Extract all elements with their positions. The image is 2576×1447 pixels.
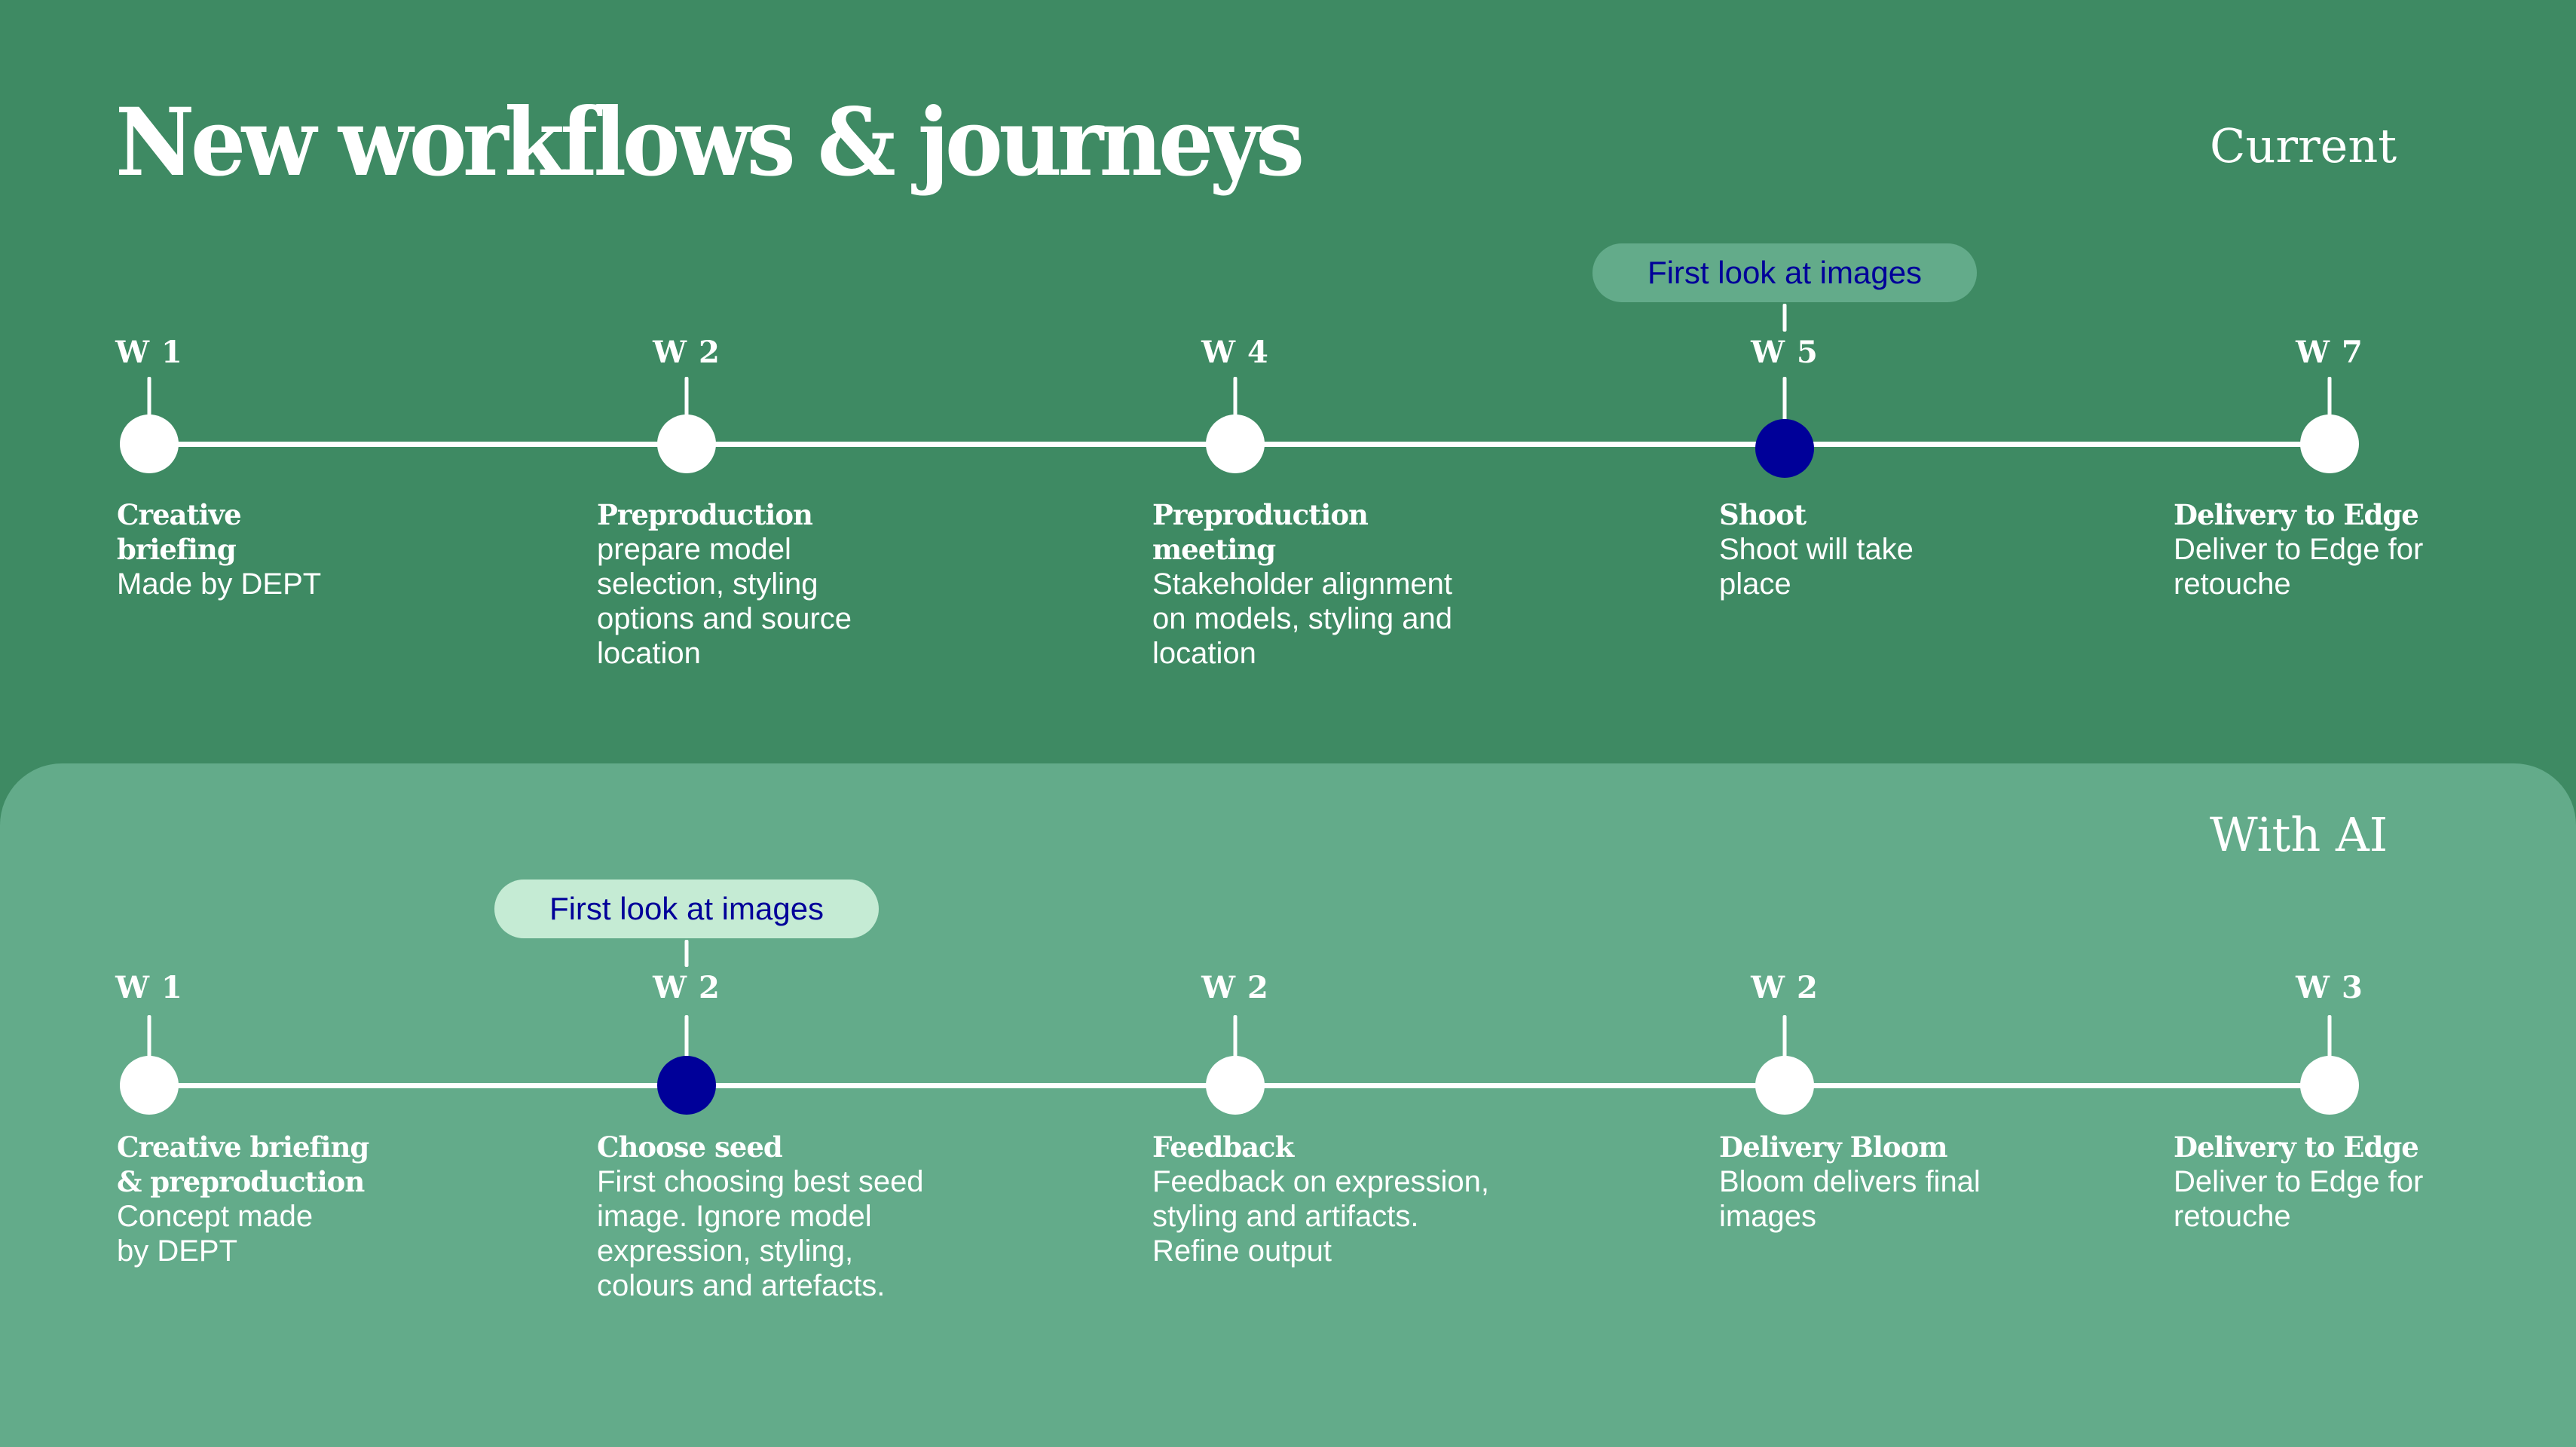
milestone-node[interactable]: [120, 415, 179, 473]
step-title: Creative: [117, 498, 242, 531]
timeline-stem: [1782, 1015, 1787, 1065]
step-title: Delivery to Edge: [2174, 498, 2419, 531]
step-description: retouche: [2174, 567, 2291, 601]
milestone-node[interactable]: [2300, 1056, 2359, 1115]
step-description: colours and artefacts.: [597, 1269, 886, 1302]
week-label: W 2: [1751, 970, 1819, 1005]
step-description: Deliver to Edge for: [2174, 533, 2424, 566]
milestone-node[interactable]: [120, 1056, 179, 1115]
page-title: New workflows & journeys: [115, 88, 1305, 197]
step-description: place: [1719, 567, 1791, 601]
step-description: retouche: [2174, 1200, 2291, 1233]
step-title: Shoot: [1719, 498, 1807, 531]
milestone-node[interactable]: [657, 415, 716, 473]
step-description: location: [1152, 637, 1256, 670]
step-title: Delivery to Edge: [2174, 1130, 2419, 1164]
week-label: W 1: [115, 335, 183, 370]
milestone-node[interactable]: [2300, 415, 2359, 473]
week-label: W 5: [1751, 335, 1819, 370]
step-description: Bloom delivers final: [1719, 1165, 1981, 1198]
step-title: Delivery Bloom: [1719, 1130, 1948, 1164]
step-title: Preproduction: [1152, 498, 1369, 531]
step-description: Deliver to Edge for: [2174, 1165, 2424, 1198]
section-label-current: Current: [2210, 118, 2397, 173]
milestone-node[interactable]: [1206, 1056, 1265, 1115]
step-description: location: [597, 637, 701, 670]
timeline-stem: [684, 377, 689, 424]
step-description: prepare model: [597, 533, 791, 566]
week-label: W 1: [115, 970, 183, 1005]
step-description: image. Ignore model: [597, 1200, 872, 1233]
milestone-node[interactable]: [1755, 1056, 1814, 1115]
step-description: Feedback on expression,: [1152, 1165, 1489, 1198]
step-description: Made by DEPT: [117, 567, 322, 601]
step-description: on models, styling and: [1152, 602, 1453, 635]
milestone-bubble: First look at images: [1592, 243, 1977, 302]
step-title: Preproduction: [597, 498, 813, 531]
step-title: Creative briefing: [117, 1130, 369, 1164]
timeline-stem: [1233, 377, 1238, 424]
week-label: W 2: [653, 335, 720, 370]
timeline-stem: [684, 1015, 689, 1065]
week-label: W 7: [2296, 335, 2363, 370]
step-description: First choosing best seed: [597, 1165, 924, 1198]
section-label-with-ai: With AI: [2210, 807, 2388, 862]
milestone-connector: [1782, 304, 1787, 332]
milestone-node-highlighted[interactable]: [1755, 419, 1814, 478]
milestone-bubble: First look at images: [494, 880, 879, 938]
milestone-node-highlighted[interactable]: [657, 1056, 716, 1115]
step-title: Feedback: [1152, 1130, 1294, 1164]
timeline-stem: [2327, 1015, 2332, 1065]
step-description: Concept made: [117, 1200, 314, 1233]
step-description: selection, styling: [597, 567, 818, 601]
timeline-stem: [1782, 377, 1787, 424]
timeline-stem: [147, 1015, 151, 1065]
timeline-stem: [147, 377, 151, 424]
with-ai-panel: [0, 763, 2576, 1447]
step-description: images: [1719, 1200, 1816, 1233]
week-label: W 2: [1201, 970, 1269, 1005]
week-label: W 2: [653, 970, 720, 1005]
week-label: W 4: [1201, 335, 1269, 370]
step-title: Choose seed: [597, 1130, 783, 1164]
step-title: briefing: [117, 533, 237, 566]
timeline-stem: [1233, 1015, 1238, 1065]
week-label: W 3: [2296, 970, 2363, 1005]
step-description: Refine output: [1152, 1234, 1332, 1268]
step-description: by DEPT: [117, 1234, 238, 1268]
milestone-node[interactable]: [1206, 415, 1265, 473]
timeline-stem: [2327, 377, 2332, 424]
step-description: styling and artifacts.: [1152, 1200, 1419, 1233]
step-description: Stakeholder alignment: [1152, 567, 1453, 601]
step-description: Shoot will take: [1719, 533, 1914, 566]
step-description: options and source: [597, 602, 852, 635]
step-description: expression, styling,: [597, 1234, 854, 1268]
step-title: & preproduction: [117, 1165, 365, 1198]
step-title: meeting: [1152, 533, 1276, 566]
milestone-connector: [684, 940, 689, 967]
